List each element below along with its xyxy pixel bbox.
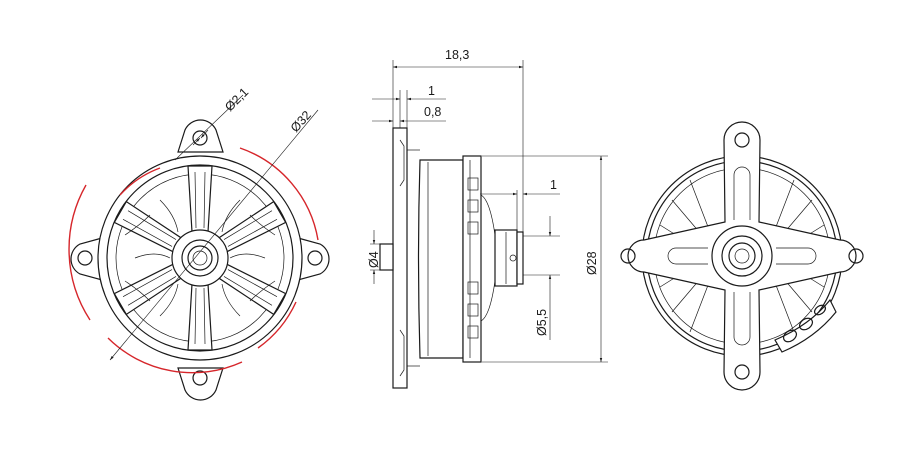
mount-ears: [70, 119, 330, 401]
windows: [124, 199, 276, 317]
shaft-dia-label: Ø5,5: [535, 309, 549, 336]
bell-ribs: [467, 177, 479, 339]
hole-dia-label: Ø2,1: [222, 85, 251, 114]
bell: [462, 155, 482, 363]
shaft-step-label: 1: [550, 178, 557, 192]
mount-dia-label: Ø32: [288, 108, 314, 135]
mount-dia-leader: [109, 109, 319, 361]
mount-plate: [392, 127, 408, 389]
overall-length-label: 18,3: [445, 48, 469, 62]
body-dia-label: Ø28: [585, 251, 599, 275]
mount-circle-arcs: [68, 147, 319, 374]
boss: [379, 243, 394, 271]
hole-dia-leader: [174, 94, 244, 161]
boss-dia-label: Ø4: [367, 251, 381, 268]
spokes: [113, 165, 287, 351]
motor-body: [417, 159, 464, 359]
rear-hub: [711, 225, 773, 287]
flange-1-label: 1: [428, 84, 435, 98]
front-view: Ø2,1 Ø32: [68, 85, 330, 401]
hub: [171, 229, 229, 287]
flange-08-label: 0,8: [424, 105, 441, 119]
rear-view: [620, 121, 864, 391]
wire-outlet: [774, 298, 837, 353]
side-view: 18,3 1 0,8 Ø4: [367, 48, 608, 389]
